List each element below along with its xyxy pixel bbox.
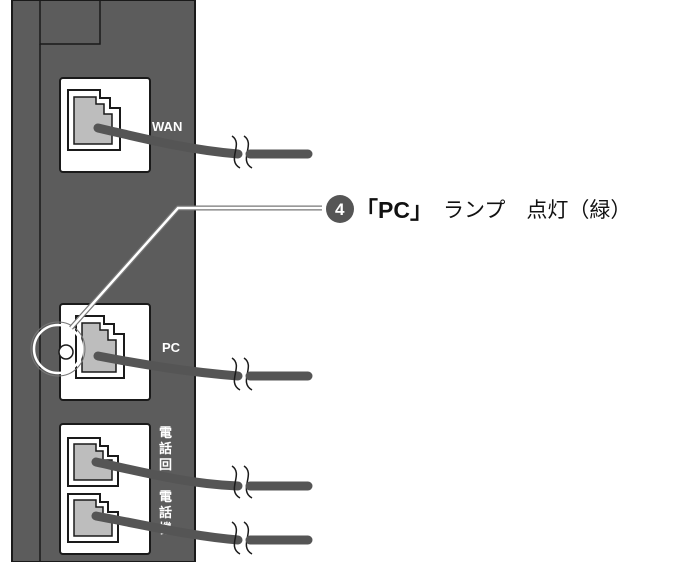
phone-cables (91, 457, 313, 555)
pc-port: PC (58, 303, 181, 401)
line-label-3: 回 (159, 458, 172, 473)
step-number-badge: 4 (326, 195, 354, 223)
pc-cable (93, 351, 313, 391)
lamp-status-text: ランプ 点灯（緑） (443, 198, 631, 222)
lamp-name: 「PC」 (355, 197, 433, 223)
line-label-2: 話 (159, 441, 172, 457)
line-label-1: 電 (159, 426, 172, 441)
pc-label: PC (162, 340, 181, 355)
callout-leader (69, 205, 322, 330)
lamp-highlight-outline (30, 321, 86, 377)
phone-label-1: 電 (159, 490, 172, 505)
phone-label-2: 話 (159, 505, 172, 521)
wan-label: WAN (152, 119, 182, 134)
step-number: 4 (335, 200, 345, 219)
pc-lamp (58, 344, 74, 360)
lamp-highlight-circle (32, 323, 84, 375)
wan-cable (93, 123, 313, 169)
